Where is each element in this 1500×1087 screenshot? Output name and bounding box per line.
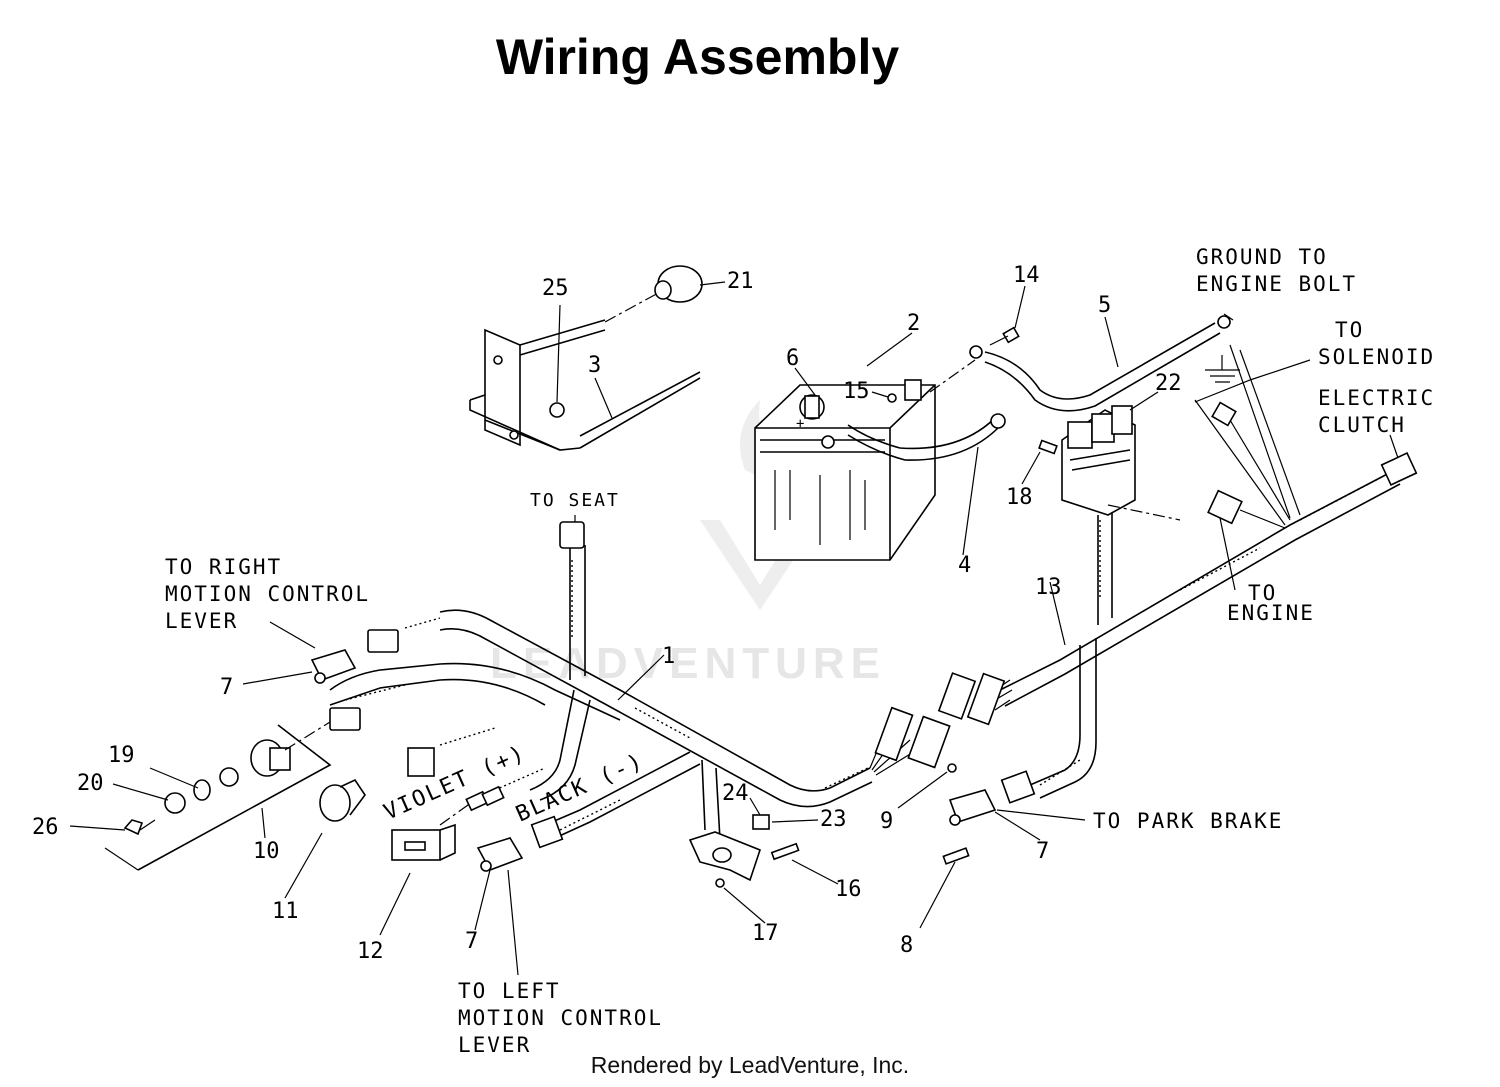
callout-13: 13 [1035,575,1062,600]
callout-6: 6 [786,346,799,371]
bracket-3 [469,265,703,451]
label-right-motion-2: MOTION CONTROL [165,582,370,606]
bolt-18 [1038,439,1058,455]
callout-11: 11 [272,899,299,924]
callout-3: 3 [588,353,601,378]
callout-26: 26 [32,815,59,840]
key-26 [123,819,144,836]
label-clutch-2: CLUTCH [1318,413,1406,437]
watermark-text: LEADVENTURE [490,639,886,688]
callout-17: 17 [752,921,779,946]
battery: + [754,379,936,561]
callout-numbers: 1 2 3 4 5 6 7 7 7 8 9 10 11 12 13 14 15 … [32,263,1182,964]
callout-15: 15 [843,379,870,404]
bolt-14 [1002,326,1020,344]
switch-7-right-motion [310,649,357,684]
screw-9 [947,763,957,773]
leader-lines [69,281,1399,976]
callout-14: 14 [1013,263,1040,288]
callout-5: 5 [1098,293,1111,318]
label-park-brake: TO PARK BRAKE [1093,809,1283,833]
callout-23: 23 [820,807,847,832]
washer-25 [549,402,565,418]
label-solenoid-2: SOLENOID [1318,345,1435,369]
engine-harness [869,344,1401,799]
switch-7-park-brake [942,763,997,865]
label-engine-1: TO [1248,581,1277,605]
battery-cable-4 [847,417,996,450]
switch-7-left-motion [476,837,524,872]
washer-19 [219,767,239,787]
callout-7-left: 7 [465,929,478,954]
ground-symbol-icon [1205,355,1240,383]
callout-24: 24 [722,781,749,806]
relay-bracket [1038,405,1181,521]
callout-16: 16 [835,877,862,902]
label-left-motion-1: TO LEFT [458,979,561,1003]
callout-10: 10 [253,839,280,864]
nut-15 [887,393,897,403]
callout-9: 9 [880,809,893,834]
cable-5-ground-terminal [1217,315,1231,329]
label-right-motion-3: LEVER [165,609,238,633]
label-to-seat: TO SEAT [530,490,620,511]
text-labels: TO SEAT TO RIGHT MOTION CONTROL LEVER TO… [165,245,1435,1057]
light-11 [319,784,351,822]
plate-8 [942,847,970,865]
nut-17 [715,878,725,888]
harness-connectors [329,401,1418,849]
callout-18: 18 [1006,485,1033,510]
ground-cable-5-edge [984,332,1221,412]
label-engine-2: ENGINE [1227,601,1315,625]
clip-24 [752,814,770,830]
callout-7-right: 7 [220,675,233,700]
callout-12: 12 [357,939,384,964]
label-clutch-1: ELECTRIC [1318,386,1435,410]
ignition-switch-group [104,721,332,871]
label-ground-1: GROUND TO [1196,245,1328,269]
callout-21: 21 [727,269,754,294]
label-left-motion-2: MOTION CONTROL [458,1006,663,1030]
callout-2: 2 [907,311,920,336]
callout-8: 8 [900,933,913,958]
ground-cable-5 [984,322,1216,400]
callout-1: 1 [662,644,675,669]
label-right-motion-1: TO RIGHT [165,555,282,579]
svg-text:+: + [796,416,804,432]
callout-20: 20 [77,771,104,796]
bolt-16 [770,842,800,861]
label-violet: VIOLET (+) [380,741,529,826]
callout-7-park: 7 [1036,839,1049,864]
bezel-20 [164,792,186,814]
cable-4-ring-terminal [990,413,1006,429]
page-title: Wiring Assembly [495,29,900,85]
callout-4: 4 [958,553,971,578]
hour-meter-group [319,778,505,861]
callout-25: 25 [542,276,569,301]
callout-22: 22 [1155,371,1182,396]
label-solenoid-1: TO [1335,318,1364,342]
battery-cable-4-edge [847,425,1001,461]
label-left-motion-3: LEVER [458,1033,531,1057]
label-ground-2: ENGINE BOLT [1196,272,1357,296]
main-harness [329,545,873,841]
harness-clip-bracket [688,814,800,888]
nut-19 [193,779,211,801]
callout-19: 19 [108,743,135,768]
footer-credit: Rendered by LeadVenture, Inc. [590,1052,910,1078]
cable-5-ring-terminal [969,345,983,359]
